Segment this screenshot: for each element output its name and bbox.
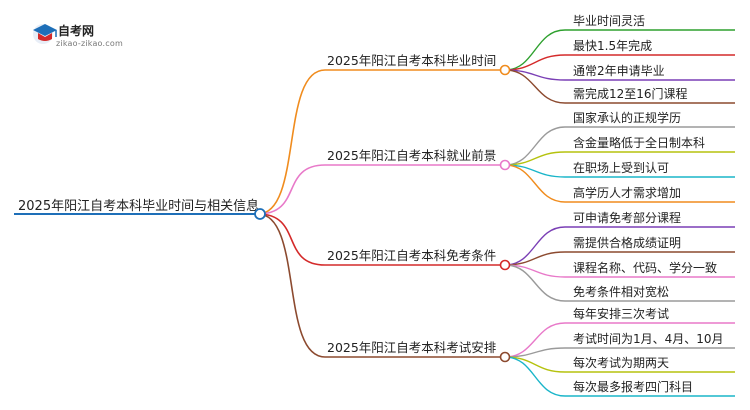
branch-connector: [257, 213, 326, 266]
leaf-label: 国家承认的正规学历: [573, 110, 681, 125]
leaf-label: 需完成12至16门课程: [573, 86, 688, 101]
leaf-connector: [504, 69, 566, 104]
leaf-label: 需提供合格成绩证明: [573, 235, 681, 250]
leaf-label: 每次考试为期两天: [573, 355, 669, 370]
leaf-connector: [504, 226, 566, 266]
leaf-label: 毕业时间灵活: [573, 14, 645, 28]
branch-connector: [257, 213, 326, 358]
leaf-label: 最快1.5年完成: [573, 38, 652, 53]
leaf-label: 考试时间为1月、4月、10月: [573, 331, 724, 346]
root-label: 2025年阳江自考本科毕业时间与相关信息: [18, 198, 259, 214]
branch-node-circle: [499, 64, 511, 76]
leaf-label: 含金量略低于全日制本科: [573, 135, 705, 150]
leaf-label: 课程名称、代码、学分一致: [573, 260, 717, 275]
leaf-label: 通常2年申请毕业: [573, 64, 665, 78]
leaf-label: 高学历人才需求增加: [573, 185, 681, 200]
leaf-connector: [504, 29, 566, 71]
logo-title: 自考网: [58, 24, 95, 38]
branch-connector: [257, 164, 326, 215]
leaf-label: 免考条件相对宽松: [573, 284, 669, 299]
leaf-connector: [504, 164, 566, 203]
branch-node-circle: [499, 351, 511, 363]
leaf-label: 可申请免考部分课程: [573, 210, 681, 225]
leaf-label: 每次最多报考四门科目: [573, 379, 693, 394]
branch-node-circle: [499, 259, 511, 271]
branch-label: 2025年阳江自考本科毕业时间: [327, 53, 496, 68]
leaf-label: 在职场上受到认可: [573, 161, 669, 175]
leaf-connector: [504, 54, 566, 71]
leaf-connector: [504, 126, 566, 166]
site-logo: [30, 18, 150, 52]
branch-label: 2025年阳江自考本科考试安排: [327, 340, 497, 355]
leaf-label: 每年安排三次考试: [573, 306, 669, 321]
graduation-cap-icon: [33, 24, 57, 44]
leaf-connector: [504, 356, 566, 397]
leaf-connector: [504, 264, 566, 302]
leaf-connector: [504, 356, 566, 373]
root-node-circle: [254, 208, 266, 220]
branch-label: 2025年阳江自考本科免考条件: [327, 248, 496, 263]
logo-subtitle: zikao-zikao.com: [56, 39, 123, 48]
branch-connector: [257, 69, 326, 215]
branch-label: 2025年阳江自考本科就业前景: [327, 148, 496, 163]
branch-node-circle: [499, 159, 511, 171]
